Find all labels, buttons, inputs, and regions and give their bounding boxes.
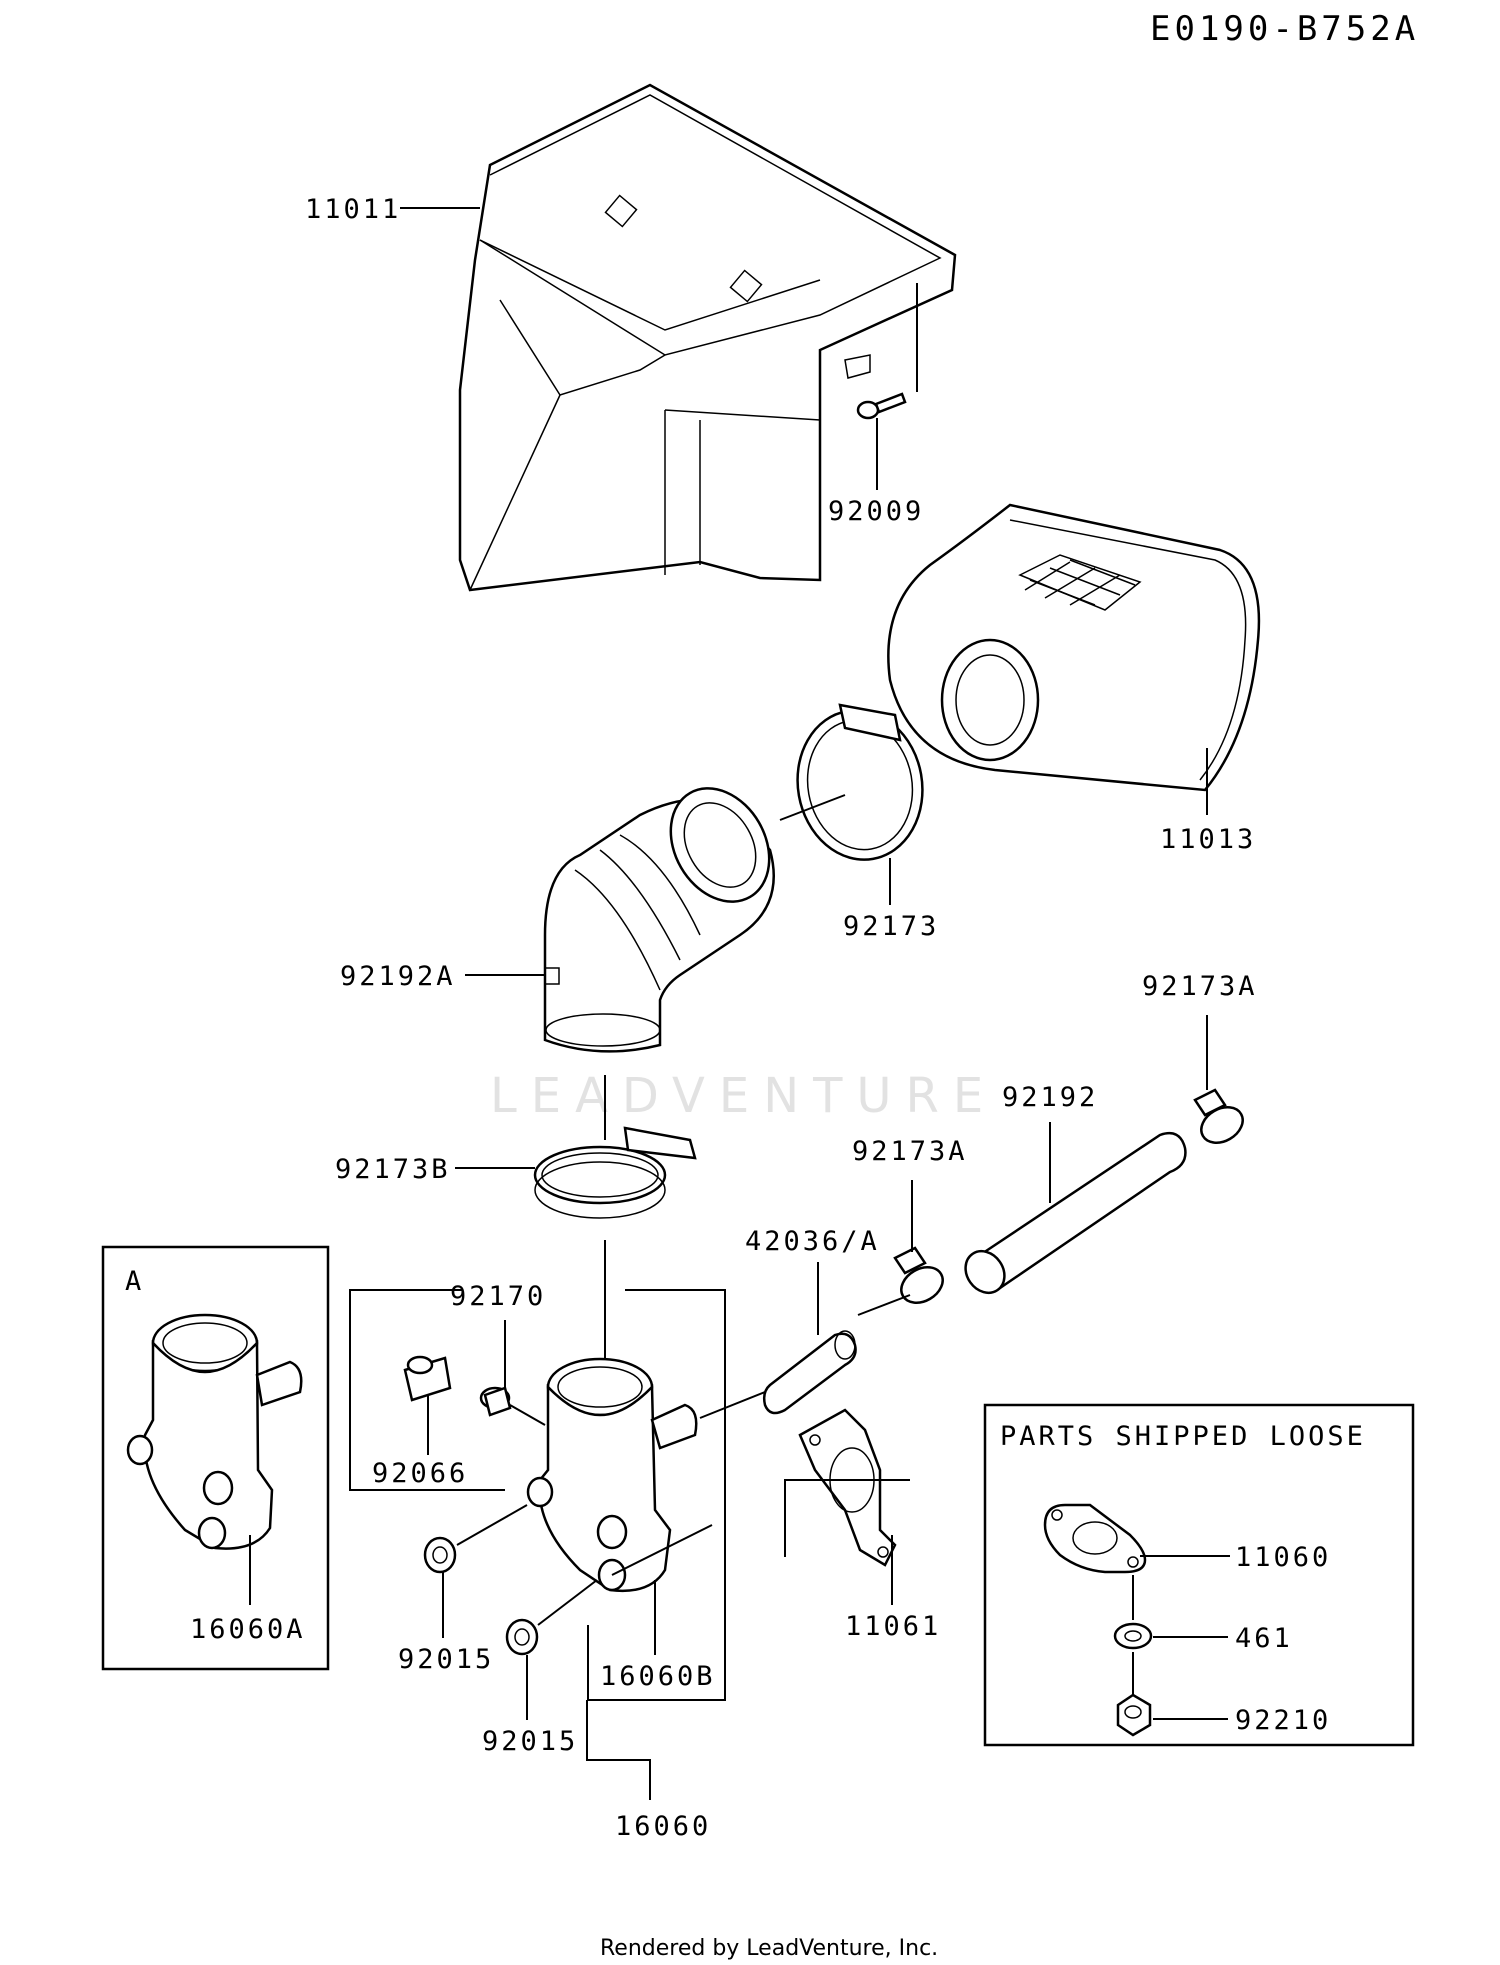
leader-joint-a: [857, 1294, 911, 1316]
callout-92192A: 92192A: [340, 961, 456, 992]
callout-92210: 92210: [1235, 1705, 1331, 1736]
bracket-16060B-left: [349, 1289, 505, 1491]
hose-clamp-b[interactable]: [533, 1126, 697, 1219]
nut-a[interactable]: [423, 1536, 457, 1574]
breather-sleeve[interactable]: [403, 1355, 452, 1402]
leader-gasket-bracket: [784, 1479, 910, 1557]
hose-fitting[interactable]: [762, 1330, 857, 1415]
callout-11013: 11013: [1160, 824, 1256, 855]
small-hose-clamp-top[interactable]: [1193, 1088, 1249, 1150]
nut-92210[interactable]: [1116, 1693, 1152, 1737]
hose-clamp-large[interactable]: [786, 700, 934, 869]
bracket-16060-bottom: [586, 1700, 651, 1800]
leader-nut-b-stud: [537, 1579, 598, 1626]
diagram-id: E0190-B752A: [1150, 9, 1419, 49]
intake-gasket[interactable]: [798, 1408, 897, 1567]
callout-11060: 11060: [1235, 1542, 1331, 1573]
callout-92173: 92173: [843, 911, 939, 942]
watermark: LEADVENTURE: [490, 1068, 997, 1124]
screw[interactable]: [856, 392, 907, 420]
callout-11011: 11011: [305, 194, 401, 225]
callout-92009: 92009: [828, 496, 924, 527]
washer-461[interactable]: [1113, 1622, 1153, 1650]
leader-gasket-to-stud: [611, 1524, 713, 1576]
loose-parts-box: [983, 1403, 1415, 1747]
callout-92015-b: 92015: [482, 1726, 578, 1757]
bracket-16060B-right: [587, 1289, 726, 1701]
callout-16060B: 16060B: [600, 1661, 716, 1692]
leader-fitting-to-manifold: [699, 1391, 766, 1419]
inset-a-box: [101, 1245, 330, 1671]
leader-nut-a-stud: [456, 1504, 528, 1546]
leader-hose-to-clamp: [779, 794, 846, 821]
footer-credit: Rendered by LeadVenture, Inc.: [600, 1936, 938, 1961]
loose-parts-title: PARTS SHIPPED LOOSE: [1000, 1421, 1366, 1452]
callout-92173A-top: 92173A: [1142, 971, 1258, 1002]
intake-manifold-a[interactable]: [126, 1313, 303, 1550]
callout-11061: 11061: [845, 1611, 941, 1642]
gasket-11060[interactable]: [1043, 1503, 1147, 1574]
callout-92173A-mid: 92173A: [852, 1136, 968, 1167]
intake-manifold-b[interactable]: [526, 1357, 698, 1592]
small-hose-clamp-mid[interactable]: [893, 1246, 949, 1310]
callout-92015-a: 92015: [398, 1644, 494, 1675]
callout-16060: 16060: [615, 1811, 711, 1842]
callout-92066: 92066: [372, 1458, 468, 1489]
breather-hose[interactable]: [958, 1131, 1187, 1300]
inset-a-label: A: [125, 1266, 144, 1297]
callout-42036A: 42036/A: [745, 1226, 880, 1257]
callout-92192: 92192: [1002, 1082, 1098, 1113]
callout-461: 461: [1235, 1623, 1293, 1654]
callout-16060A: 16060A: [190, 1614, 306, 1645]
hose-clip[interactable]: [479, 1386, 512, 1417]
air-intake-elbow-hose[interactable]: [543, 771, 789, 1053]
air-cleaner-cover[interactable]: [458, 83, 957, 592]
callout-92170: 92170: [450, 1281, 546, 1312]
nut-b[interactable]: [505, 1618, 539, 1656]
air-filter-element[interactable]: [887, 503, 1261, 792]
callout-92173B: 92173B: [335, 1154, 451, 1185]
leader-clip-to-manifold: [509, 1404, 546, 1426]
